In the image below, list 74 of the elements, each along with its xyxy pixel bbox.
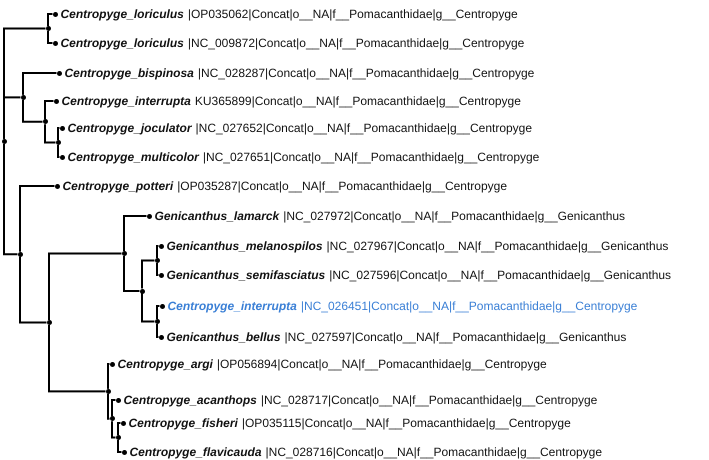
branch-node-dot bbox=[46, 320, 52, 325]
tree-branch bbox=[22, 100, 42, 123]
accession-label: |NC_028717|Concat|o__NA|f__Pomacanthidae|g__Centropyge bbox=[260, 393, 598, 407]
branch-node-dot bbox=[18, 252, 22, 257]
branch-node-dot bbox=[42, 119, 48, 124]
accession-label: |NC_027967|Concat|o__NA|f__Pomacanthidae|g__Genicanthus bbox=[326, 239, 668, 253]
accession-label: |NC_027972|Concat|o__NA|f__Pomacanthidae|g__Genicanthus bbox=[283, 209, 626, 223]
branch-node-dot bbox=[110, 416, 114, 422]
tree-branch bbox=[19, 185, 54, 252]
accession-label: |NC_027651|Concat|o__NA|f__Pomacanthidae|g__Centropyge bbox=[202, 150, 540, 164]
tree-branch bbox=[117, 440, 122, 453]
tree-branch bbox=[111, 399, 116, 416]
tree-branch bbox=[141, 294, 154, 322]
species-name: Centropyge_flavicauda bbox=[130, 445, 262, 459]
species-name: Centropyge_acanthops bbox=[124, 393, 257, 407]
accession-label: |OP035287|Concat|o__NA|f__Pomacanthidae|g__Centropyge bbox=[177, 179, 507, 193]
accession-label: |NC_027596|Concat|o__NA|f__Pomacanthidae|g__Genicanthus bbox=[329, 268, 672, 282]
tree-branch bbox=[19, 256, 46, 324]
branch-node-dot bbox=[56, 140, 60, 145]
species-name: Centropyge_loriculus bbox=[60, 7, 184, 21]
species-name: Centropyge_multicolor bbox=[68, 150, 199, 164]
branch-node-dot bbox=[140, 288, 144, 294]
branch-node-dot bbox=[106, 388, 110, 394]
species-name: Centropyge_fisheri bbox=[128, 416, 238, 430]
branch-node-dot bbox=[20, 94, 26, 100]
species-name: Genicanthus_melanospilos bbox=[166, 239, 323, 253]
accession-label: |NC_028716|Concat|o__NA|f__Pomacanthidae|g__Centropyge bbox=[266, 445, 602, 459]
species-name: Centropyge_joculator bbox=[68, 121, 192, 135]
tree-branch bbox=[44, 100, 54, 120]
accession-label: |OP035115|Concat|o__NA|f__Pomacanthidae|g__Centropyge bbox=[242, 416, 571, 430]
tree-branch bbox=[22, 72, 56, 95]
species-name: Centropyge_argi bbox=[118, 357, 213, 371]
tree-branch bbox=[57, 127, 60, 140]
accession-label: |NC_028287|Concat|o__NA|f__Pomacanthidae|g__Centropyge bbox=[198, 66, 534, 80]
species-name: Genicanthus_bellus bbox=[166, 330, 281, 344]
species-name: Centropyge_interrupta bbox=[62, 94, 191, 108]
tree-branch bbox=[107, 394, 110, 420]
species-name: Genicanthus_lamarck bbox=[154, 209, 280, 223]
tree-branch bbox=[123, 215, 146, 251]
tree-branch bbox=[44, 124, 56, 144]
accession-label: |NC_026451|Concat|o__NA|f__Pomacanthidae|g__Centropyge bbox=[300, 299, 638, 313]
tree-branch bbox=[57, 145, 60, 158]
tree-branch bbox=[156, 305, 160, 319]
tree-branch bbox=[47, 31, 52, 44]
branch-node-dot bbox=[2, 138, 6, 144]
tree-branch bbox=[111, 421, 116, 438]
accession-label: |OP035062|Concat|o__NA|f__Pomacanthidae|g__Centropyge bbox=[188, 7, 518, 21]
tree-branch bbox=[156, 245, 158, 258]
branch-node-dot bbox=[116, 435, 120, 440]
tree-branch bbox=[156, 324, 158, 338]
branch-node-dot bbox=[122, 251, 126, 256]
tree-branch bbox=[3, 144, 18, 256]
species-name: Centropyge_loriculus bbox=[60, 36, 184, 50]
tree-branch bbox=[48, 324, 106, 392]
accession-label: |OP056894|Concat|o__NA|f__Pomacanthidae|g__Centropyge bbox=[216, 357, 547, 371]
tree-branch bbox=[48, 252, 122, 320]
branch-node-dot bbox=[46, 26, 50, 31]
tree-branch bbox=[117, 422, 120, 435]
accession-label: |NC_027652|Concat|o__NA|f__Pomacanthidae|g__Centropyge bbox=[196, 121, 532, 135]
species-name: Centropyge_potteri bbox=[62, 179, 174, 193]
branch-node-dot bbox=[154, 258, 160, 263]
accession-label: |NC_009872|Concat|o__NA|f__Pomacanthidae|g__Centropyge bbox=[188, 36, 524, 50]
tree-branch bbox=[123, 256, 140, 292]
tree-branch bbox=[107, 363, 110, 389]
tree-branch bbox=[47, 13, 52, 26]
branch-node-dot bbox=[154, 319, 160, 324]
species-name: Centropyge_bispinosa bbox=[64, 66, 194, 80]
tree-branch bbox=[141, 260, 154, 288]
accession-label: |NC_027597|Concat|o__NA|f__Pomacanthidae|g__Genicanthus bbox=[284, 330, 626, 344]
species-name: Genicanthus_semifasciatus bbox=[166, 268, 326, 282]
accession-label: KU365899|Concat|o__NA|f__Pomacanthidae|g__Centropyge bbox=[194, 94, 521, 108]
species-name: Centropyge_interrupta bbox=[168, 299, 297, 313]
tree-branch bbox=[156, 263, 158, 276]
tree-branch bbox=[3, 96, 20, 139]
